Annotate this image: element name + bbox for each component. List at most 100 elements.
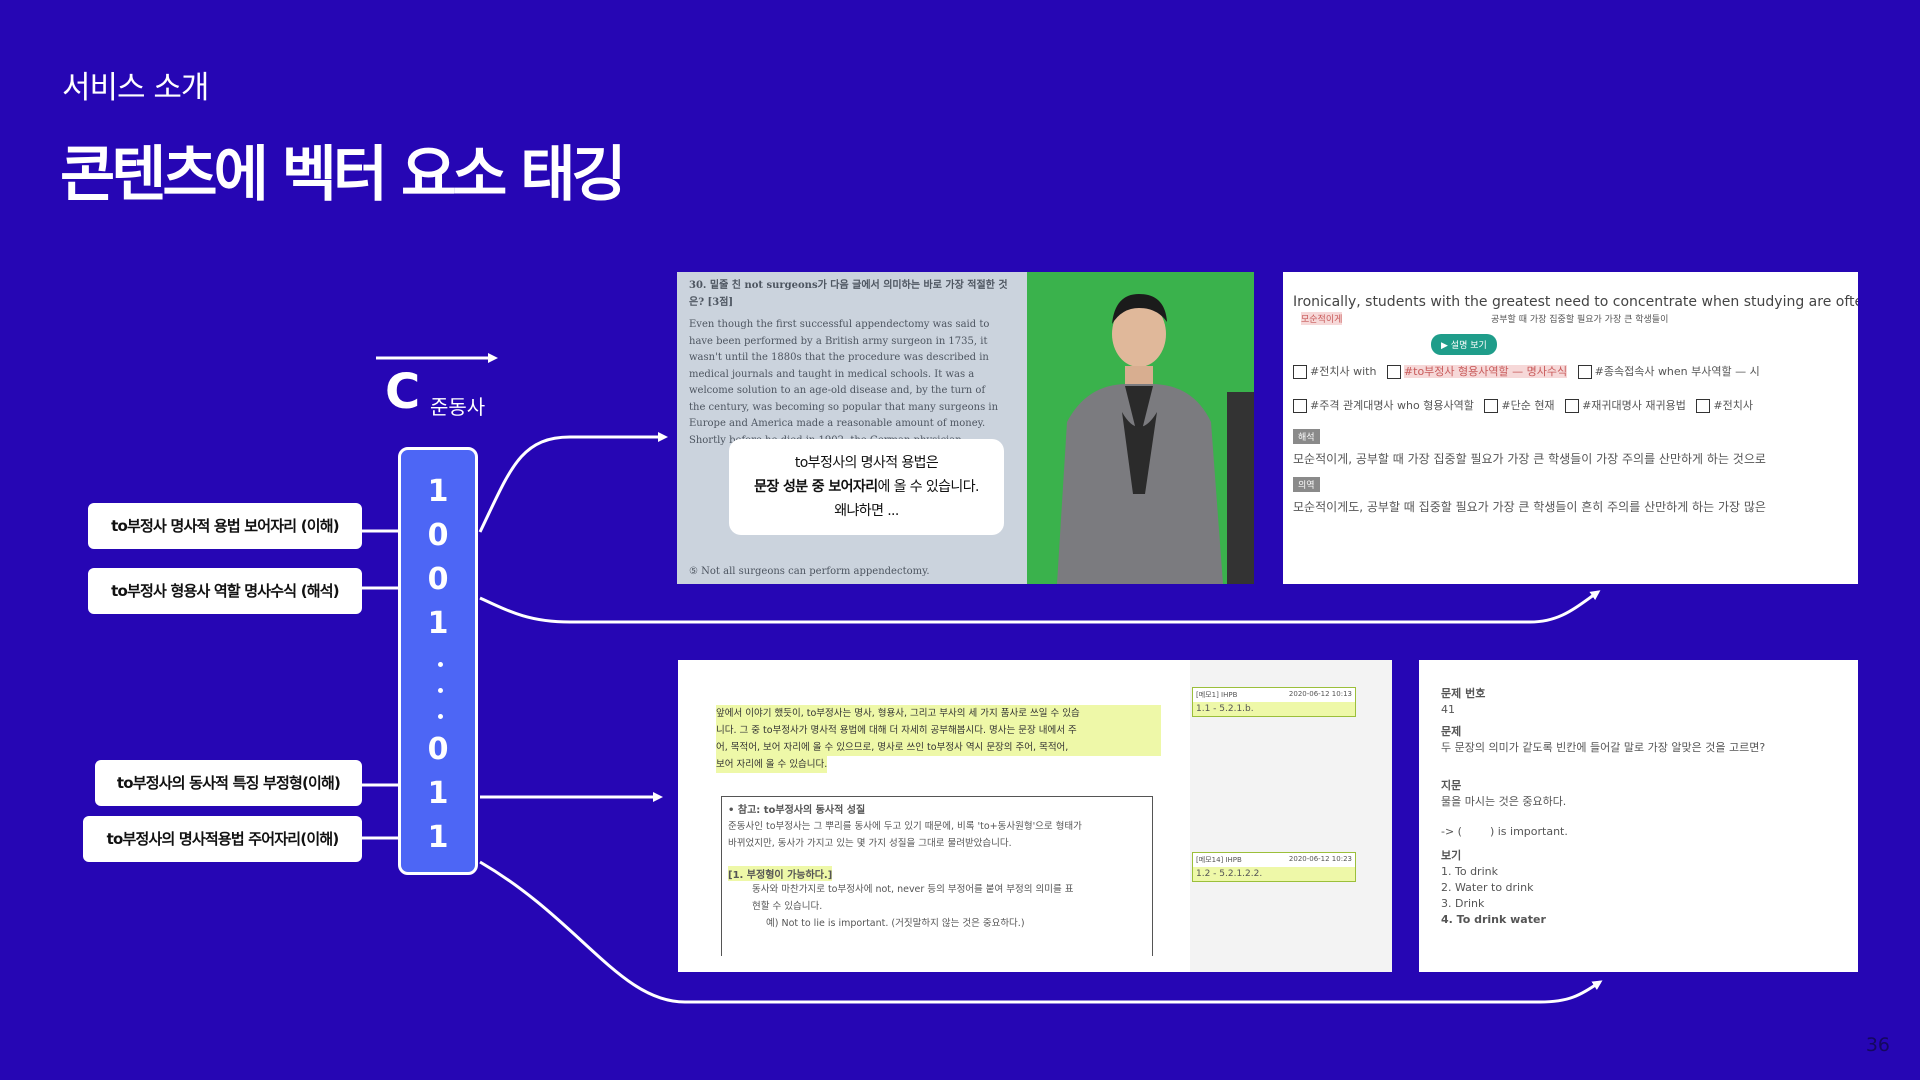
footer-line: ⑤ Not all surgeons can perform appendect… <box>689 564 930 581</box>
checkbox[interactable] <box>1484 399 1498 413</box>
quiz-passage-label: 지문 <box>1441 778 1858 794</box>
note-line: 바뀌었지만, 동사가 가지고 있는 몇 가지 성질을 그대로 물려받았습니다. <box>728 835 1146 852</box>
checkbox[interactable] <box>1387 365 1401 379</box>
highlight-line: 보어 자리에 올 수 있습니다. <box>716 756 827 773</box>
passage-line: Europe and America made a reasonable amo… <box>689 416 1015 433</box>
ellipsis-dot <box>438 714 443 719</box>
checkbox[interactable] <box>1696 399 1710 413</box>
instructor-figure <box>1027 272 1254 584</box>
axis-letter: C <box>385 364 420 420</box>
exam-page-image: 30. 밑줄 친 not surgeons가 다음 글에서 의미하는 바로 가장… <box>677 272 1027 584</box>
comment-header: [메모1] IHPB 2020-06-12 10:13 <box>1193 688 1355 702</box>
quiz-choice[interactable]: 2. Water to drink <box>1441 880 1858 896</box>
bubble-rest: 에 올 수 있습니다. <box>877 479 978 495</box>
comment-card[interactable]: [메모1] IHPB 2020-06-12 10:13 1.1 - 5.2.1.b… <box>1192 687 1356 717</box>
tag-noun-subject: to부정사의 명사적용법 주어자리(이해) <box>83 816 362 862</box>
explain-button-label: 설명 보기 <box>1451 341 1487 351</box>
passage-line: Even though the first successful appende… <box>689 317 1015 334</box>
tag-checkbox[interactable]: #재귀대명사 재귀용법 <box>1565 399 1686 412</box>
tag-negative-form: to부정사의 동사적 특징 부정형(이해) <box>95 760 362 806</box>
sub-heading: [1. 부정형이 가능하다.] <box>728 866 832 881</box>
tag-label: #전치사 <box>1713 399 1753 412</box>
tag-checkbox[interactable]: #종속접속사 when 부사역할 — 시 <box>1578 365 1760 378</box>
vector-bit: 1 <box>401 474 475 509</box>
quiz-passage: 물을 마시는 것은 중요하다. <box>1441 794 1858 810</box>
note-line: 준동사인 to부정사는 그 뿌리를 동사에 두고 있기 때문에, 비록 'to+… <box>728 818 1146 835</box>
tag-label: #단순 현재 <box>1501 399 1554 412</box>
quiz-blank: -> ( ) is important. <box>1441 824 1858 840</box>
video-lecture-panel[interactable]: 30. 밑줄 친 not surgeons가 다음 글에서 의미하는 바로 가장… <box>677 272 1254 584</box>
highlight-line: 앞에서 이야기 했듯이, to부정사는 명사, 형용사, 그리고 부사의 세 가… <box>716 705 1161 722</box>
tag-adjective-modifier: to부정사 형용사 역할 명사수식 (해석) <box>88 568 362 614</box>
vector-bit: 0 <box>401 518 475 553</box>
passage-line: medical journals and taught in medical s… <box>689 367 1015 384</box>
page-number: 36 <box>1866 1034 1890 1056</box>
note-line: 동사와 마찬가지로 to부정사에 not, never 등의 부정어를 붙여 부… <box>752 881 1146 898</box>
tag-label: #전치사 with <box>1310 365 1376 378</box>
explain-button[interactable]: ▶ 설명 보기 <box>1431 334 1497 355</box>
checkbox[interactable] <box>1565 399 1579 413</box>
quiz-choice[interactable]: 3. Drink <box>1441 896 1858 912</box>
checkbox[interactable] <box>1293 399 1307 413</box>
quiz-item-panel: 문제 번호 41 문제 두 문장의 의미가 같도록 빈칸에 들어갈 말로 가장 … <box>1419 660 1858 972</box>
note-line: 현할 수 있습니다. <box>752 898 1146 915</box>
vector-bit: 1 <box>401 820 475 855</box>
vector-bit: 0 <box>401 562 475 597</box>
tag-checkbox[interactable]: #전치사 <box>1696 399 1753 412</box>
tag-checkbox[interactable]: #전치사 with <box>1293 365 1376 378</box>
passage-line: wasn't until the 1880s that the procedur… <box>689 350 1015 367</box>
vector-bit: 0 <box>401 732 475 767</box>
checkbox[interactable] <box>1293 365 1307 379</box>
ellipsis-dot <box>438 662 443 667</box>
vector-bit: 1 <box>401 606 475 641</box>
paraphrase-label: 의역 <box>1293 477 1320 492</box>
comment-date: 2020-06-12 10:13 <box>1289 690 1352 700</box>
bubble-bold: 문장 성분 중 보어자리 <box>754 479 877 495</box>
quiz-question: 두 문장의 의미가 같도록 빈칸에 들어갈 말로 가장 알맞은 것을 고르면? <box>1441 740 1858 756</box>
passage-line: have been performed by a British army su… <box>689 334 1015 351</box>
tag-label: #재귀대명사 재귀용법 <box>1582 399 1686 412</box>
gloss-right: 공부할 때 가장 집중할 필요가 가장 큰 학생들이 <box>1491 312 1668 325</box>
tag-label: #to부정사 형용사역할 — 명사수식 <box>1404 365 1567 378</box>
gloss-left: 모순적이게 <box>1301 312 1342 325</box>
passage-line: welcome solution to an age-old disease a… <box>689 383 1015 400</box>
vector-bit: 1 <box>401 776 475 811</box>
quiz-choice[interactable]: 1. To drink <box>1441 864 1858 880</box>
quiz-choice[interactable]: 4. To drink water <box>1441 912 1858 928</box>
comment-date: 2020-06-12 10:23 <box>1289 855 1352 865</box>
note-box-title: • 참고: to부정사의 동사적 성질 <box>728 801 1146 816</box>
checkbox[interactable] <box>1578 365 1592 379</box>
tag-label: #종속접속사 when 부사역할 — 시 <box>1595 365 1760 378</box>
sentence-text: Ironically, students with the greatest n… <box>1293 294 1858 310</box>
sentence-tagging-panel: Ironically, students with the greatest n… <box>1283 272 1858 584</box>
highlight-line: 어, 목적어, 보어 자리에 올 수 있으므로, 명사로 쓰인 to부정사 역시… <box>716 739 1161 756</box>
note-box: • 참고: to부정사의 동사적 성질 준동사인 to부정사는 그 뿌리를 동사… <box>721 796 1153 956</box>
arrow-to-video <box>480 437 665 532</box>
bubble-line: 왜냐하면 ... <box>729 499 1004 523</box>
bubble-line: 문장 성분 중 보어자리에 올 수 있습니다. <box>729 475 1004 499</box>
tag-checkbox[interactable]: #to부정사 형용사역할 — 명사수식 <box>1387 365 1567 378</box>
instructor-video <box>1027 272 1254 584</box>
example-line: 예) Not to lie is important. (거짓말하지 않는 것은… <box>752 915 1146 932</box>
textbook-document-panel: 앞에서 이야기 했듯이, to부정사는 명사, 형용사, 그리고 부사의 세 가… <box>678 660 1392 972</box>
paraphrase-text: 모순적이게도, 공부할 때 집중할 필요가 가장 큰 학생들이 흔히 주의를 산… <box>1293 498 1858 515</box>
comment-author: [메모1] IHPB <box>1196 690 1237 700</box>
tag-checkbox[interactable]: #단순 현재 <box>1484 399 1554 412</box>
tag-vector: 1 0 0 1 0 1 1 <box>398 447 478 875</box>
comment-code: 1.2 - 5.2.1.2.2. <box>1193 867 1355 881</box>
tag-checkbox[interactable]: #주격 관계대명사 who 형용사역할 <box>1293 399 1474 412</box>
tags-row: #주격 관계대명사 who 형용사역할 #단순 현재 #재귀대명사 재귀용법 #… <box>1293 397 1858 413</box>
passage-line: the century, was becoming so popular tha… <box>689 400 1015 417</box>
quiz-number: 41 <box>1441 702 1858 718</box>
axis-sub-label: 준동사 <box>430 391 485 420</box>
highlight-line: 니다. 그 중 to부정사가 명사적 용법에 대해 더 자세히 공부해봅시다. … <box>716 722 1161 739</box>
speech-bubble: to부정사의 명사적 용법은 문장 성분 중 보어자리에 올 수 있습니다. 왜… <box>729 439 1004 535</box>
translation-label: 해석 <box>1293 429 1320 444</box>
comment-code: 1.1 - 5.2.1.b. <box>1193 702 1355 716</box>
quiz-question-label: 문제 <box>1441 724 1858 740</box>
tags-row: #전치사 with #to부정사 형용사역할 — 명사수식 #종속접속사 whe… <box>1293 363 1858 379</box>
question-line: 30. 밑줄 친 not surgeons가 다음 글에서 의미하는 바로 가장… <box>689 278 1015 311</box>
translation-text: 모순적이게, 공부할 때 가장 집중할 필요가 가장 큰 학생들이 가장 주의를… <box>1293 450 1858 467</box>
